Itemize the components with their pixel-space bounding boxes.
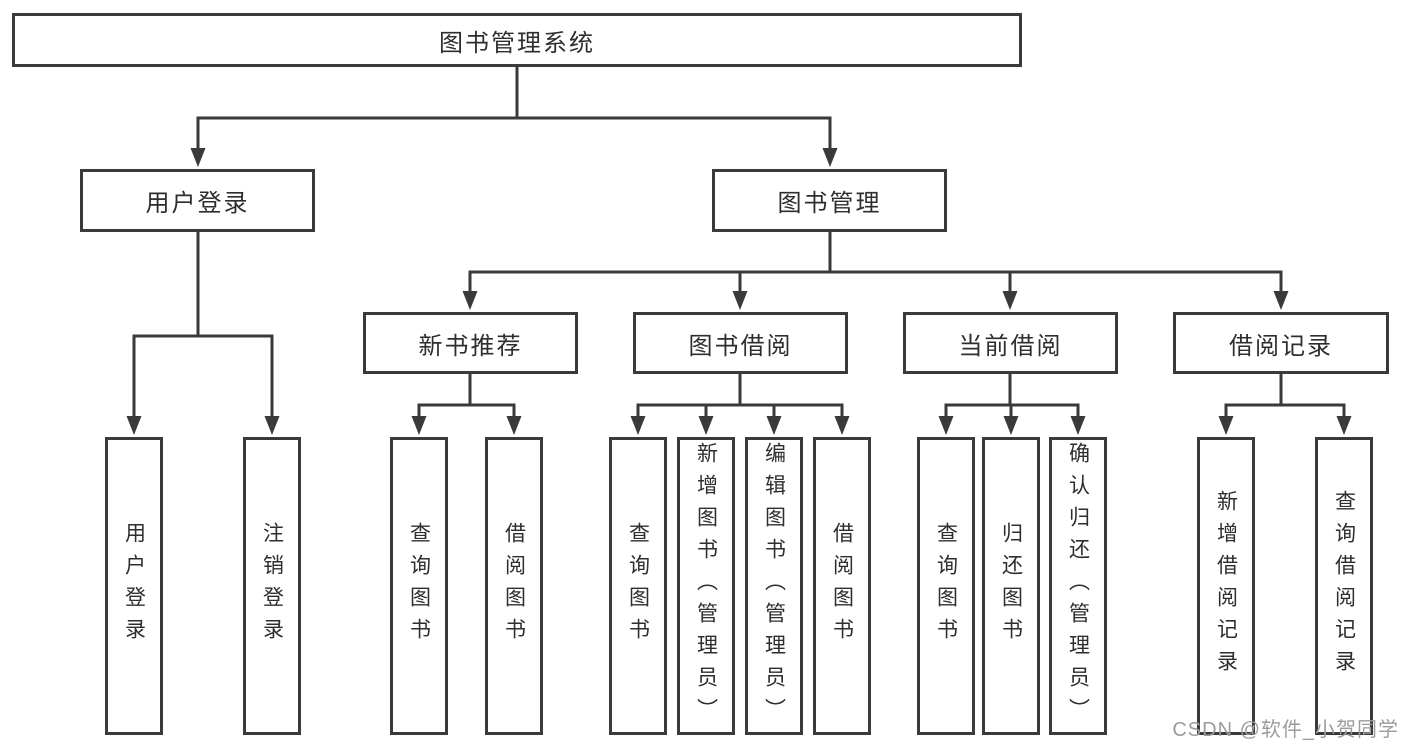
node-leaf-confirm-return-admin: 确认归还（管理员） bbox=[1049, 437, 1107, 735]
node-leaf-user-login: 用户登录 bbox=[105, 437, 163, 735]
node-borrow-records: 借阅记录 bbox=[1173, 312, 1389, 374]
node-user-login: 用户登录 bbox=[80, 169, 315, 232]
leaf-label: 查询图书 bbox=[407, 522, 431, 650]
csdn-watermark: CSDN @软件_小贺同学 bbox=[1172, 719, 1399, 741]
leaf-label: 查询图书 bbox=[626, 522, 650, 650]
node-book-management: 图书管理 bbox=[712, 169, 947, 232]
node-leaf-logout: 注销登录 bbox=[243, 437, 301, 735]
leaf-label: 归还图书 bbox=[999, 522, 1023, 650]
leaf-label: 借阅图书 bbox=[830, 522, 854, 650]
node-current-borrowing: 当前借阅 bbox=[903, 312, 1118, 374]
node-leaf-add-borrow-record: 新增借阅记录 bbox=[1197, 437, 1255, 735]
leaf-label: 注销登录 bbox=[260, 522, 284, 650]
leaf-label: 借阅图书 bbox=[502, 522, 526, 650]
connector-current-to-leaves bbox=[944, 374, 1080, 418]
node-book-borrowing: 图书借阅 bbox=[633, 312, 848, 374]
connector-recommend-to-leaves bbox=[417, 374, 516, 418]
node-leaf-borrow-books-recommend: 借阅图书 bbox=[485, 437, 543, 735]
node-root-library-management-system: 图书管理系统 bbox=[12, 13, 1022, 67]
node-leaf-search-books-current: 查询图书 bbox=[917, 437, 975, 735]
leaf-label: 确认归还（管理员） bbox=[1066, 442, 1090, 730]
connector-records-to-leaves bbox=[1224, 374, 1346, 418]
leaf-label: 编辑图书（管理员） bbox=[762, 442, 786, 730]
leaf-label: 查询借阅记录 bbox=[1332, 490, 1356, 682]
node-leaf-add-books-admin: 新增图书（管理员） bbox=[677, 437, 735, 735]
node-new-book-recommend: 新书推荐 bbox=[363, 312, 578, 374]
node-leaf-search-borrow-record: 查询借阅记录 bbox=[1315, 437, 1373, 735]
arrowheads bbox=[126, 148, 1352, 435]
connector-book-management-to-level3 bbox=[468, 232, 1283, 293]
node-leaf-borrow-books: 借阅图书 bbox=[813, 437, 871, 735]
connector-root-to-level2 bbox=[196, 67, 832, 150]
node-leaf-return-books: 归还图书 bbox=[982, 437, 1040, 735]
leaf-label: 用户登录 bbox=[122, 522, 146, 650]
node-leaf-search-books-recommend: 查询图书 bbox=[390, 437, 448, 735]
node-leaf-search-books-borrowing: 查询图书 bbox=[609, 437, 667, 735]
connector-borrowing-to-leaves bbox=[636, 374, 844, 418]
leaf-label: 新增借阅记录 bbox=[1214, 490, 1238, 682]
leaf-label: 新增图书（管理员） bbox=[694, 442, 718, 730]
leaf-label: 查询图书 bbox=[934, 522, 958, 650]
connector-user-login-to-leaves bbox=[132, 232, 274, 418]
node-leaf-edit-books-admin: 编辑图书（管理员） bbox=[745, 437, 803, 735]
